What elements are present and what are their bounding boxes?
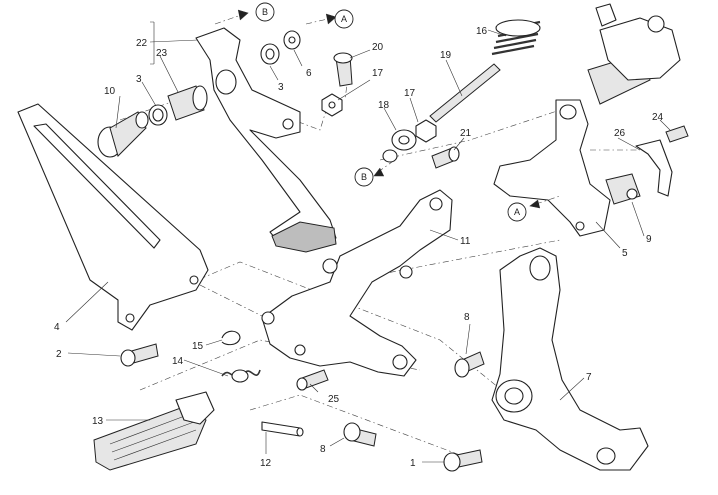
ref-b-mid-text: B bbox=[361, 172, 367, 182]
callout-7: 7 bbox=[586, 372, 592, 383]
callout-14: 14 bbox=[172, 356, 184, 367]
callout-15: 15 bbox=[192, 341, 204, 352]
part-pivot-pin bbox=[97, 111, 149, 158]
part-screw-24 bbox=[665, 125, 689, 143]
ref-marker-b-top: B bbox=[255, 2, 275, 22]
callout-8a: 8 bbox=[464, 312, 470, 323]
callout-2: 2 bbox=[56, 349, 62, 360]
callout-8b: 8 bbox=[320, 444, 326, 455]
leader-lines bbox=[65, 21, 671, 463]
callout-11: 11 bbox=[460, 236, 471, 247]
part-washer-6 bbox=[283, 30, 301, 50]
callout-20: 20 bbox=[372, 42, 384, 53]
part-switch bbox=[605, 173, 641, 205]
callout-18: 18 bbox=[378, 100, 390, 111]
part-spring bbox=[491, 19, 541, 56]
ref-arrows bbox=[214, 9, 561, 209]
callout-17b: 17 bbox=[404, 88, 416, 99]
ref-marker-a-mid: A bbox=[507, 202, 527, 222]
part-bushing bbox=[167, 85, 208, 121]
ref-a-top-text: A bbox=[341, 14, 347, 24]
part-washer-3b bbox=[260, 43, 280, 65]
part-bolt-1 bbox=[443, 449, 483, 472]
ref-marker-a-top: A bbox=[334, 9, 354, 29]
part-bolt-8b bbox=[343, 422, 377, 447]
part-pin-12 bbox=[261, 421, 304, 437]
part-pushrod bbox=[429, 63, 501, 123]
part-bolt-25 bbox=[296, 369, 329, 391]
part-frame-plate bbox=[491, 247, 649, 471]
ref-a-mid-text: A bbox=[514, 207, 520, 217]
callout-labels: 1 2 3 3 4 5 6 7 8 8 9 10 11 12 13 14 15 … bbox=[54, 26, 664, 469]
callout-13: 13 bbox=[92, 416, 104, 427]
callout-17a: 17 bbox=[372, 68, 384, 79]
part-footpeg bbox=[93, 391, 215, 471]
callout-22: 22 bbox=[136, 38, 148, 49]
part-bracket-26 bbox=[635, 139, 673, 197]
part-master-cylinder bbox=[587, 3, 681, 105]
callout-10: 10 bbox=[104, 86, 116, 97]
part-bolt-20 bbox=[333, 52, 353, 87]
callout-6: 6 bbox=[306, 68, 312, 79]
part-nut-17a bbox=[321, 93, 343, 117]
part-washer-3a bbox=[148, 104, 168, 126]
part-nut-17b bbox=[415, 119, 437, 143]
callout-4: 4 bbox=[54, 322, 60, 333]
callout-25: 25 bbox=[328, 394, 340, 405]
part-shifter-arm bbox=[493, 99, 611, 237]
callout-19: 19 bbox=[440, 50, 452, 61]
part-heel-guard bbox=[17, 103, 209, 331]
callout-9: 9 bbox=[646, 234, 652, 245]
part-nut-18 bbox=[382, 129, 417, 163]
part-bolt-8a bbox=[454, 351, 485, 378]
callout-1: 1 bbox=[410, 458, 416, 469]
callout-3a: 3 bbox=[136, 74, 142, 85]
part-bolt-21 bbox=[431, 146, 460, 169]
callout-21: 21 bbox=[460, 128, 472, 139]
part-spring-14 bbox=[221, 369, 261, 383]
part-brake-lever bbox=[195, 27, 337, 253]
callout-5: 5 bbox=[622, 248, 628, 259]
callout-16: 16 bbox=[476, 26, 488, 37]
part-clip-15 bbox=[221, 330, 241, 346]
part-footpeg-bracket bbox=[261, 189, 453, 377]
ref-b-top-text: B bbox=[262, 7, 268, 17]
part-bolt-2 bbox=[120, 343, 159, 367]
callout-12: 12 bbox=[260, 458, 272, 469]
callout-3b: 3 bbox=[278, 82, 284, 93]
callout-23: 23 bbox=[156, 48, 168, 59]
callout-26: 26 bbox=[614, 128, 626, 139]
callout-24: 24 bbox=[652, 112, 664, 123]
ref-marker-b-mid: B bbox=[354, 167, 374, 187]
